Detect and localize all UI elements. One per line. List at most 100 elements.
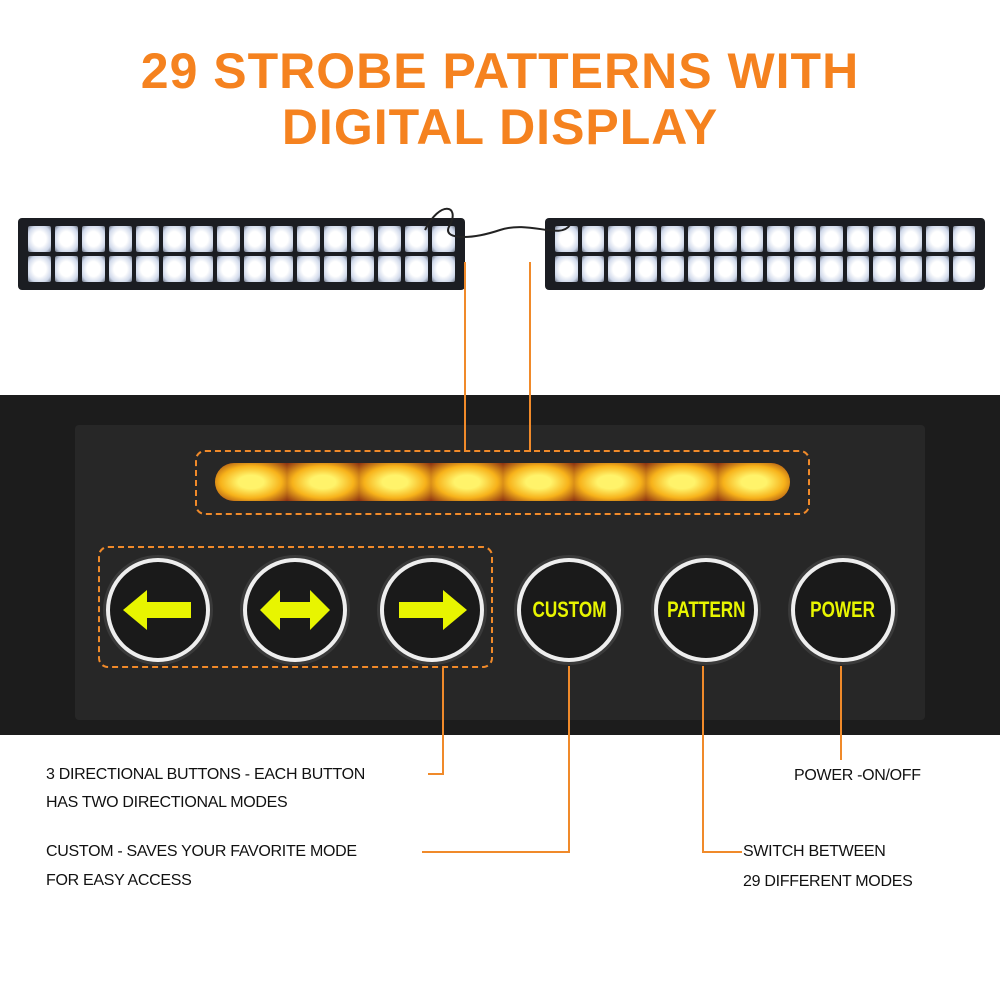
left-light-bar bbox=[18, 218, 465, 290]
led-cell bbox=[351, 256, 375, 282]
led-cell bbox=[767, 256, 790, 282]
led-cell bbox=[899, 256, 922, 282]
led-cell bbox=[378, 256, 402, 282]
display-segment bbox=[574, 463, 647, 501]
headline-line-2: DIGITAL DISPLAY bbox=[281, 99, 719, 155]
pattern-caption-1: SWITCH BETWEEN bbox=[743, 843, 886, 860]
led-cell bbox=[793, 226, 816, 252]
led-cell bbox=[899, 226, 922, 252]
led-cell bbox=[324, 226, 348, 252]
display-segment bbox=[358, 463, 431, 501]
led-cell bbox=[405, 226, 429, 252]
led-cell bbox=[873, 226, 896, 252]
directional-caption-1: 3 DIRECTIONAL BUTTONS - EACH BUTTON bbox=[46, 766, 366, 783]
display-segment bbox=[430, 463, 503, 501]
led-cell bbox=[135, 256, 159, 282]
led-cell bbox=[216, 226, 240, 252]
led-cell bbox=[740, 226, 763, 252]
power-caption: POWER -ON/OFF bbox=[794, 767, 921, 784]
callout-line bbox=[442, 668, 444, 775]
callout-line bbox=[568, 666, 570, 853]
led-cell bbox=[608, 226, 631, 252]
led-cell bbox=[740, 256, 763, 282]
led-cell bbox=[952, 256, 975, 282]
arrow-left-icon bbox=[123, 590, 191, 630]
led-cell bbox=[714, 256, 737, 282]
directional-highlight bbox=[98, 546, 493, 668]
digital-led-display bbox=[215, 463, 790, 501]
pattern-caption-2: 29 DIFFERENT MODES bbox=[743, 873, 913, 890]
display-segment bbox=[646, 463, 719, 501]
custom-button[interactable]: CUSTOM bbox=[517, 558, 621, 662]
display-segment bbox=[286, 463, 359, 501]
led-cell bbox=[687, 226, 710, 252]
display-segment bbox=[502, 463, 575, 501]
led-cell bbox=[634, 256, 657, 282]
led-cell bbox=[432, 256, 455, 282]
led-cell bbox=[270, 226, 294, 252]
led-cell bbox=[820, 226, 843, 252]
led-cell bbox=[767, 226, 790, 252]
led-cell bbox=[661, 256, 684, 282]
led-cell bbox=[297, 226, 321, 252]
led-cell bbox=[793, 256, 816, 282]
led-cell bbox=[714, 226, 737, 252]
led-cell bbox=[405, 256, 429, 282]
left-arrow-button[interactable] bbox=[106, 558, 210, 662]
led-cell bbox=[926, 226, 949, 252]
led-cell bbox=[28, 256, 51, 282]
headline-line-1: 29 STROBE PATTERNS WITH bbox=[140, 43, 860, 99]
right-arrow-button[interactable] bbox=[380, 558, 484, 662]
led-cell bbox=[270, 256, 294, 282]
led-cell bbox=[555, 226, 578, 252]
led-cell bbox=[243, 256, 267, 282]
led-cell bbox=[297, 256, 321, 282]
led-cell bbox=[54, 256, 78, 282]
led-cell bbox=[846, 256, 869, 282]
display-segment bbox=[718, 463, 790, 501]
led-cell bbox=[108, 256, 132, 282]
callout-line bbox=[529, 395, 531, 452]
arrow-both-icon bbox=[260, 590, 330, 630]
led-cell bbox=[952, 226, 975, 252]
led-cell bbox=[54, 226, 78, 252]
led-cell bbox=[189, 226, 213, 252]
led-cell bbox=[243, 226, 267, 252]
callout-line bbox=[422, 851, 570, 853]
led-cell bbox=[846, 226, 869, 252]
callout-line bbox=[702, 666, 704, 853]
led-cell bbox=[81, 256, 105, 282]
right-light-bar bbox=[545, 218, 985, 290]
led-cell bbox=[351, 226, 375, 252]
callout-line bbox=[840, 666, 842, 760]
arrow-right-icon bbox=[399, 590, 467, 630]
both-arrows-button[interactable] bbox=[243, 558, 347, 662]
callout-line bbox=[464, 395, 466, 452]
led-cell bbox=[378, 226, 402, 252]
custom-caption-2: FOR EASY ACCESS bbox=[46, 872, 192, 889]
display-highlight bbox=[195, 450, 810, 515]
power-button[interactable]: POWER bbox=[791, 558, 895, 662]
led-cell bbox=[28, 226, 51, 252]
display-segment bbox=[215, 463, 287, 501]
led-cell bbox=[162, 256, 186, 282]
pattern-button[interactable]: PATTERN bbox=[654, 558, 758, 662]
callout-line bbox=[428, 773, 444, 775]
directional-caption-2: HAS TWO DIRECTIONAL MODES bbox=[46, 794, 288, 811]
pattern-label: PATTERN bbox=[666, 597, 746, 622]
led-cell bbox=[581, 226, 604, 252]
led-cell bbox=[324, 256, 348, 282]
led-cell bbox=[108, 226, 132, 252]
led-cell bbox=[135, 226, 159, 252]
led-cell bbox=[661, 226, 684, 252]
led-cell bbox=[162, 226, 186, 252]
connecting-cable bbox=[424, 207, 571, 238]
led-cell bbox=[581, 256, 604, 282]
callout-line bbox=[702, 851, 742, 853]
custom-caption-1: CUSTOM - SAVES YOUR FAVORITE MODE bbox=[46, 843, 357, 860]
power-label: POWER bbox=[810, 597, 876, 622]
led-cell bbox=[687, 256, 710, 282]
led-cell bbox=[820, 256, 843, 282]
led-cell bbox=[81, 226, 105, 252]
led-cell bbox=[634, 226, 657, 252]
